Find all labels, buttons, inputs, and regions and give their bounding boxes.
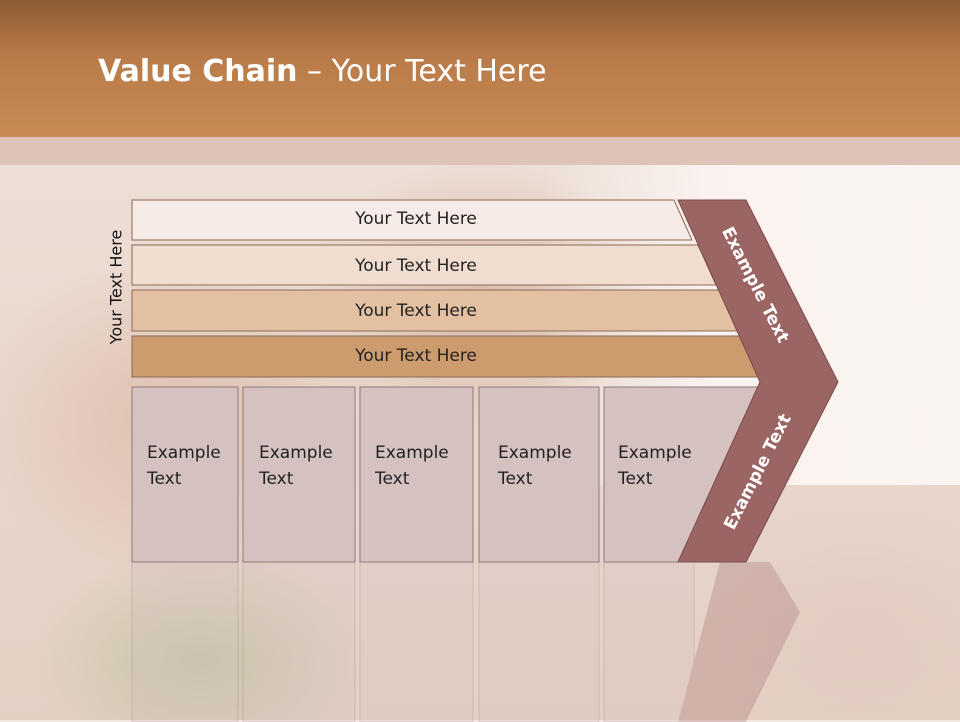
column-label-1-line2: Text xyxy=(147,469,182,489)
column-label-4-line2: Text xyxy=(498,469,533,489)
title-bar xyxy=(0,0,960,137)
row-label-3: Your Text Here xyxy=(355,301,477,321)
page-title: Value Chain – Your Text Here xyxy=(98,54,547,89)
column-label-5-line2: Text xyxy=(618,469,653,489)
chevron-arrow xyxy=(677,199,839,563)
column-label-1: Example Text xyxy=(147,440,242,492)
row-label-1: Your Text Here xyxy=(355,209,477,229)
column-label-5: Example Text xyxy=(618,440,713,492)
column-label-3-line2: Text xyxy=(375,469,410,489)
column-box-1 xyxy=(131,386,239,563)
row-label-4: Your Text Here xyxy=(355,346,477,366)
column-label-3-line1: Example xyxy=(375,443,449,463)
column-box-4 xyxy=(478,386,600,563)
column-label-2-line2: Text xyxy=(259,469,294,489)
column-label-3: Example Text xyxy=(375,440,470,492)
column-label-4-line1: Example xyxy=(498,443,572,463)
row-label-2: Your Text Here xyxy=(355,256,477,276)
title-bar-underline xyxy=(0,137,960,165)
column-box-2 xyxy=(242,386,356,563)
page-title-rest: – Your Text Here xyxy=(297,54,547,89)
column-box-3 xyxy=(359,386,474,563)
row-shape-1 xyxy=(131,199,693,241)
column-label-5-line1: Example xyxy=(618,443,692,463)
column-label-2-line1: Example xyxy=(259,443,333,463)
column-label-1-line1: Example xyxy=(147,443,221,463)
column-label-2: Example Text xyxy=(259,440,354,492)
column-label-4: Example Text xyxy=(498,440,593,492)
page-title-bold: Value Chain xyxy=(98,54,298,89)
